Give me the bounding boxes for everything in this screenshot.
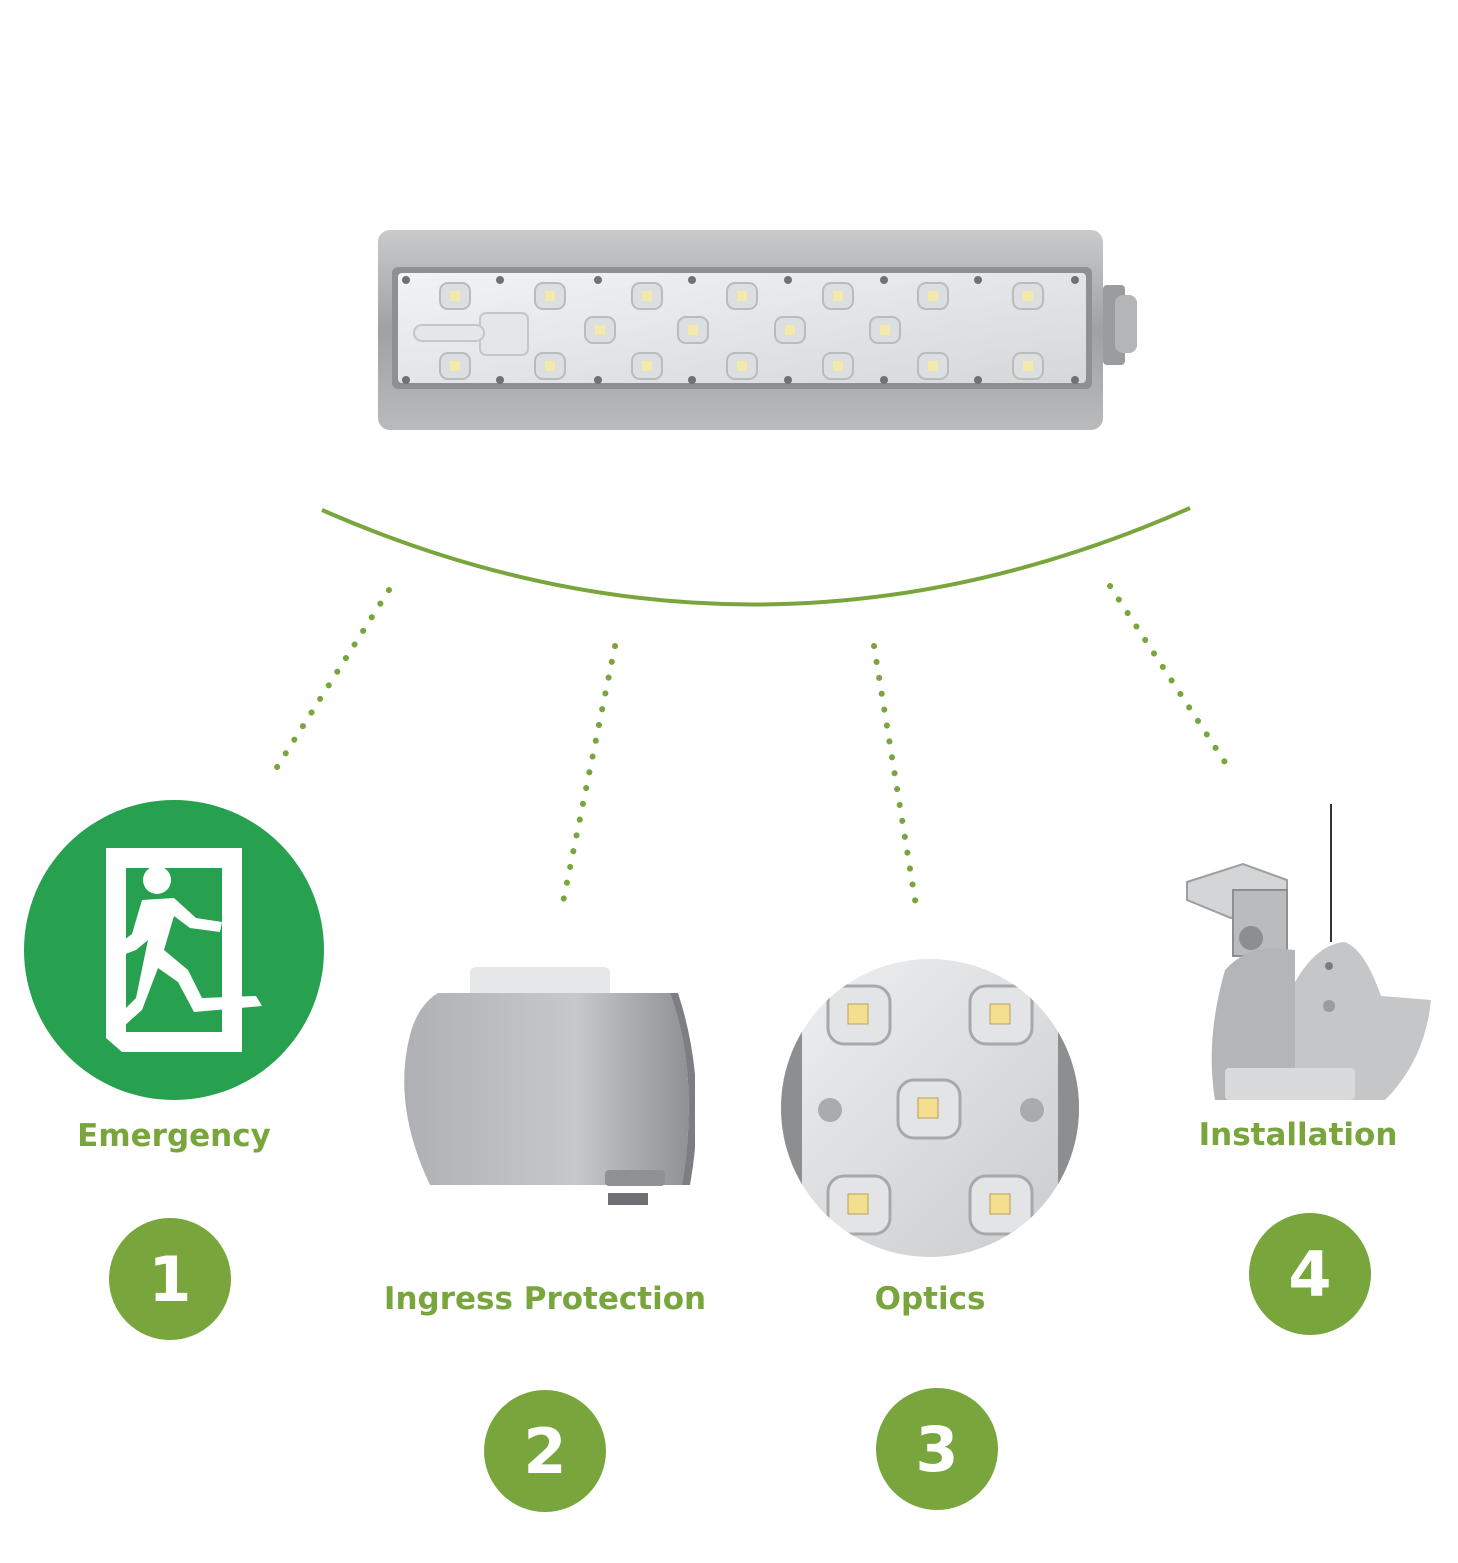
dotted-line-3 xyxy=(871,643,920,915)
feature-label-installation: Installation xyxy=(1198,1117,1398,1153)
connector-lines xyxy=(269,506,1233,915)
feature-label-emergency: Emergency xyxy=(77,1118,271,1154)
feature-number-2: 2 xyxy=(484,1390,606,1512)
led-optics-closeup-icon xyxy=(781,959,1079,1257)
arc-divider xyxy=(321,506,1191,607)
feature-number-3: 3 xyxy=(876,1388,998,1510)
emergency-exit-icon xyxy=(24,800,324,1100)
dotted-line-1 xyxy=(269,587,392,778)
dotted-line-2 xyxy=(558,643,618,915)
luminaire-product-image xyxy=(378,230,1137,430)
feature-number-1: 1 xyxy=(109,1218,231,1340)
housing-end-cap-icon xyxy=(404,967,695,1205)
feature-label-optics: Optics xyxy=(874,1281,986,1317)
feature-label-ingress-protection: Ingress Protection xyxy=(383,1281,707,1317)
dotted-line-4 xyxy=(1107,583,1233,773)
mounting-bracket-icon xyxy=(1186,804,1431,1100)
feature-number-4: 4 xyxy=(1249,1213,1371,1335)
